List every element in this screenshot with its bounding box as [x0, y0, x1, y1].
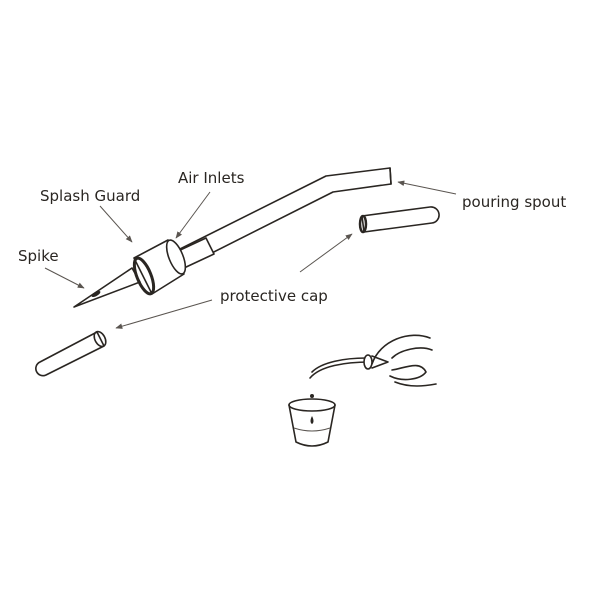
label-protective-cap: protective cap	[220, 287, 328, 305]
protective-cap-upper	[358, 206, 440, 234]
label-arrows	[44, 180, 457, 329]
label-splash-guard: Splash Guard	[40, 187, 140, 205]
arrow-spike	[44, 267, 85, 289]
medicine-cup	[288, 398, 336, 447]
label-air-inlets: Air Inlets	[178, 169, 245, 187]
protective-cap-lower	[35, 330, 107, 377]
arrow-pouring-spout	[397, 180, 457, 195]
arrow-splash-guard	[99, 205, 133, 243]
hand-pouring-illustration	[309, 334, 437, 398]
arrow-air-inlets	[175, 191, 211, 239]
arrow-cap-upper	[299, 233, 353, 273]
label-spike: Spike	[18, 247, 59, 265]
splash-guard	[132, 239, 187, 296]
arrow-cap-lower	[115, 299, 213, 329]
label-pouring-spout: pouring spout	[462, 193, 566, 211]
